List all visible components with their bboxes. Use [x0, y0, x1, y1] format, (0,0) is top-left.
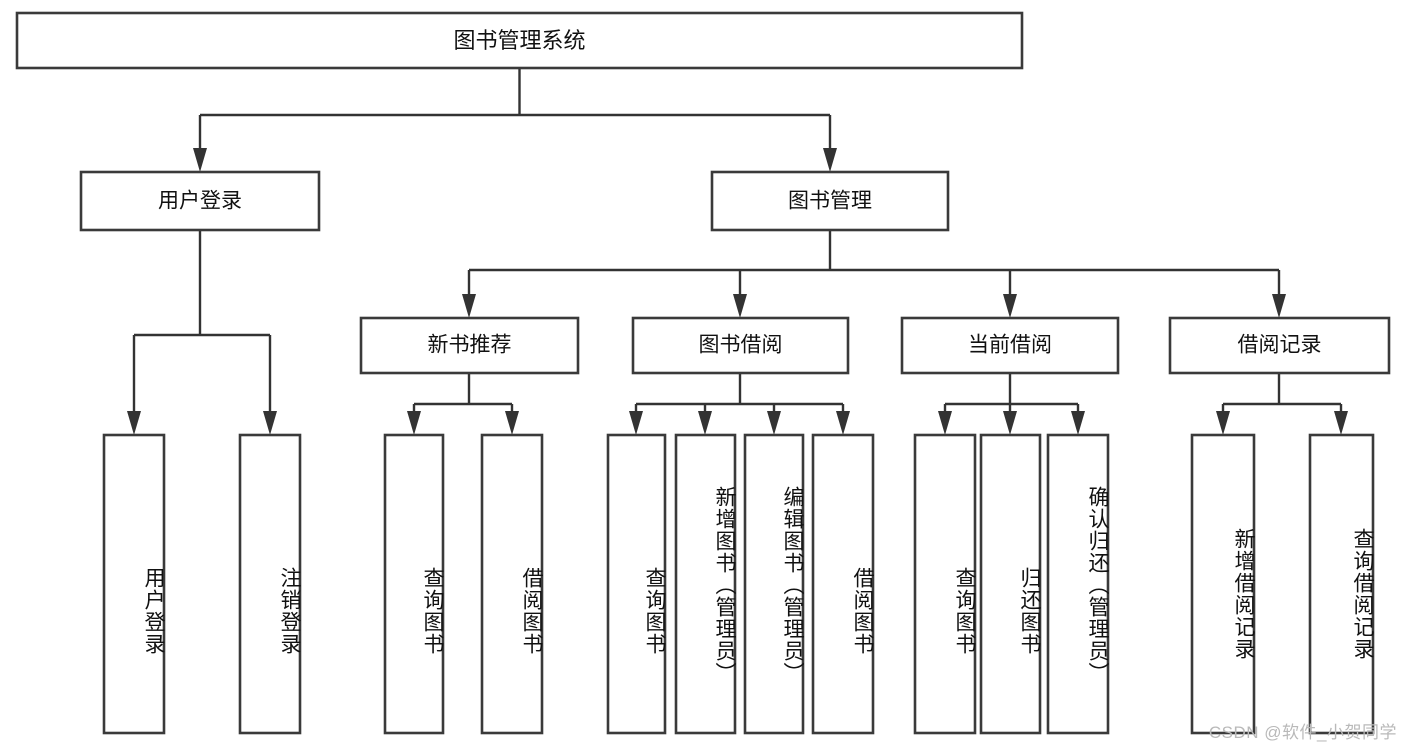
arrow-head-login	[193, 148, 207, 172]
leaf-box-cb-query-book[interactable]	[913, 433, 977, 735]
leaf-box-br-add-record[interactable]	[1190, 433, 1256, 735]
arrow-head-br-leaf1	[1216, 411, 1230, 435]
arrow-head-bb-leaf3	[767, 411, 781, 435]
node-book-management-box[interactable]	[710, 170, 950, 232]
node-current-borrow-label: 当前借阅	[968, 334, 1052, 357]
leaf-box-br-query-record[interactable]	[1308, 433, 1375, 735]
arrow-head-borrow-record	[1272, 294, 1286, 318]
connector-group-user-login	[127, 230, 277, 435]
node-book-borrow-box[interactable]	[631, 316, 850, 375]
node-book-borrow-label: 图书借阅	[699, 334, 783, 357]
leaf-box-logout[interactable]	[238, 433, 302, 735]
leaf-box-bb-query-book[interactable]	[606, 433, 667, 735]
arrow-head-cb-leaf3	[1071, 411, 1085, 435]
node-borrow-record-label: 借阅记录	[1238, 334, 1322, 357]
node-user-login-label: 用户登录	[158, 190, 242, 213]
leaf-box-user-login[interactable]	[102, 433, 166, 735]
node-book-management-label: 图书管理	[788, 190, 872, 213]
node-root-label: 图书管理系统	[453, 28, 585, 53]
arrow-head-current-borrow	[1003, 294, 1017, 318]
connector-group-borrow-record	[1216, 373, 1348, 435]
arrow-head-nbr-leaf1	[407, 411, 421, 435]
arrow-head-bb-leaf2	[698, 411, 712, 435]
leaf-box-bb-borrow-book[interactable]	[811, 433, 875, 735]
node-new-book-recommendation-box[interactable]	[359, 316, 580, 375]
arrow-head-bb-leaf1	[629, 411, 643, 435]
connector-group-book-borrow	[629, 373, 850, 435]
node-current-borrow[interactable]: 当前借阅	[900, 316, 1120, 375]
node-book-management[interactable]: 图书管理	[710, 170, 950, 232]
arrow-head-bb-leaf4	[836, 411, 850, 435]
node-user-login-box[interactable]	[79, 170, 321, 232]
arrow-head-bookmgmt	[823, 148, 837, 172]
arrow-head-cb-leaf2	[1003, 411, 1017, 435]
node-root-box[interactable]	[15, 11, 1024, 70]
leaf-box-nbr-query-book[interactable]	[383, 433, 445, 735]
csdn-watermark: CSDN @软件_小贺同学	[1208, 723, 1397, 742]
leaf-box-bb-edit-book-admin[interactable]	[743, 433, 805, 735]
node-borrow-record[interactable]: 借阅记录	[1168, 316, 1391, 375]
node-root[interactable]: 图书管理系统	[15, 11, 1024, 70]
leaf-box-nbr-borrow-book[interactable]	[480, 433, 544, 735]
node-book-borrow[interactable]: 图书借阅	[631, 316, 850, 375]
leaf-box-cb-return-book[interactable]	[979, 433, 1042, 735]
node-new-book-recommendation-label: 新书推荐	[428, 334, 512, 357]
arrow-head-leaf-user-login	[127, 411, 141, 435]
leaf-box-bb-add-book-admin[interactable]	[674, 433, 737, 735]
node-current-borrow-box[interactable]	[900, 316, 1120, 375]
connector-group-current-borrow	[938, 373, 1085, 435]
arrow-head-book-borrow	[733, 294, 747, 318]
node-borrow-record-box[interactable]	[1168, 316, 1391, 375]
arrow-head-br-leaf2	[1334, 411, 1348, 435]
leaf-box-cb-confirm-return-admin[interactable]	[1046, 433, 1110, 735]
arrow-head-new-book-rec	[462, 294, 476, 318]
node-new-book-recommendation[interactable]: 新书推荐	[359, 316, 580, 375]
node-user-login[interactable]: 用户登录	[79, 170, 321, 232]
arrow-head-cb-leaf1	[938, 411, 952, 435]
arrow-head-nbr-leaf2	[505, 411, 519, 435]
leaf-box-group	[102, 433, 1375, 735]
connector-group-book-management	[462, 230, 1286, 318]
connector-group-root	[193, 68, 837, 172]
arrow-head-leaf-logout	[263, 411, 277, 435]
connector-group-new-book-rec	[407, 373, 519, 435]
